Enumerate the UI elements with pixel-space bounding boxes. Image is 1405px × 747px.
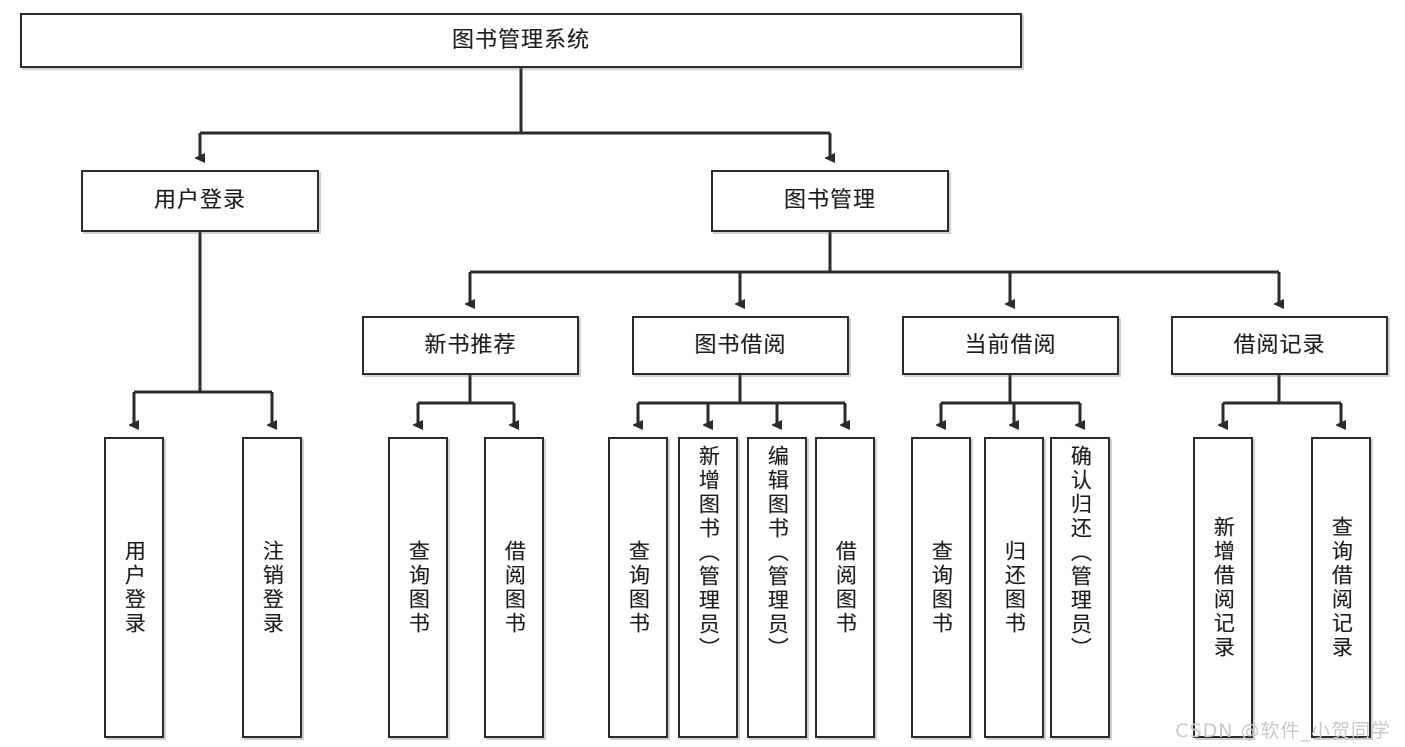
node-label: 借阅图书 (502, 539, 527, 636)
node-new-book-recommend[interactable]: 新书推荐 (362, 316, 579, 375)
node-leaf-query-book-recommend[interactable]: 查询图书 (388, 437, 448, 738)
node-leaf-borrow-book[interactable]: 借阅图书 (815, 437, 875, 738)
node-label: 借阅图书 (833, 539, 858, 636)
node-label: 编辑图书（管理员） (765, 445, 790, 661)
node-leaf-query-book-borrow[interactable]: 查询图书 (608, 437, 668, 738)
node-label: 图书管理系统 (451, 27, 590, 53)
node-label: 借阅记录 (1233, 332, 1326, 358)
node-user-login[interactable]: 用户登录 (81, 170, 319, 232)
node-leaf-edit-book-admin[interactable]: 编辑图书（管理员） (747, 437, 807, 738)
node-label: 当前借阅 (964, 332, 1057, 358)
node-leaf-logout-login[interactable]: 注销登录 (242, 437, 302, 738)
node-label: 查询图书 (626, 539, 651, 636)
node-current-borrow[interactable]: 当前借阅 (902, 316, 1119, 375)
node-borrow-record[interactable]: 借阅记录 (1171, 316, 1388, 375)
node-book-manage[interactable]: 图书管理 (711, 170, 949, 232)
node-leaf-confirm-return-admin[interactable]: 确认归还（管理员） (1050, 437, 1110, 738)
watermark: CSDN @软件_小贺同学 (1175, 720, 1391, 742)
node-leaf-query-book-current[interactable]: 查询图书 (911, 437, 971, 738)
node-leaf-user-login[interactable]: 用户登录 (104, 437, 164, 738)
node-leaf-return-book[interactable]: 归还图书 (984, 437, 1044, 738)
node-label: 图书借阅 (694, 332, 787, 358)
node-label: 图书管理 (783, 188, 876, 214)
node-label: 用户登录 (153, 188, 246, 214)
node-label: 新书推荐 (424, 332, 517, 358)
node-leaf-add-borrow-record[interactable]: 新增借阅记录 (1193, 437, 1253, 738)
node-leaf-query-borrow-record[interactable]: 查询借阅记录 (1311, 437, 1371, 738)
node-label: 用户登录 (122, 539, 147, 636)
node-book-borrow[interactable]: 图书借阅 (632, 316, 849, 375)
node-label: 查询借阅记录 (1329, 515, 1354, 660)
node-label: 查询图书 (406, 539, 431, 636)
node-label: 查询图书 (929, 539, 954, 636)
node-label: 注销登录 (260, 539, 285, 636)
node-label: 新增借阅记录 (1211, 515, 1236, 660)
node-leaf-add-book-admin[interactable]: 新增图书（管理员） (678, 437, 738, 738)
node-leaf-borrow-book-recommend[interactable]: 借阅图书 (484, 437, 544, 738)
node-label: 确认归还（管理员） (1068, 445, 1093, 661)
node-label: 归还图书 (1002, 539, 1027, 636)
node-label: 新增图书（管理员） (696, 445, 721, 661)
node-root-system[interactable]: 图书管理系统 (20, 13, 1022, 68)
